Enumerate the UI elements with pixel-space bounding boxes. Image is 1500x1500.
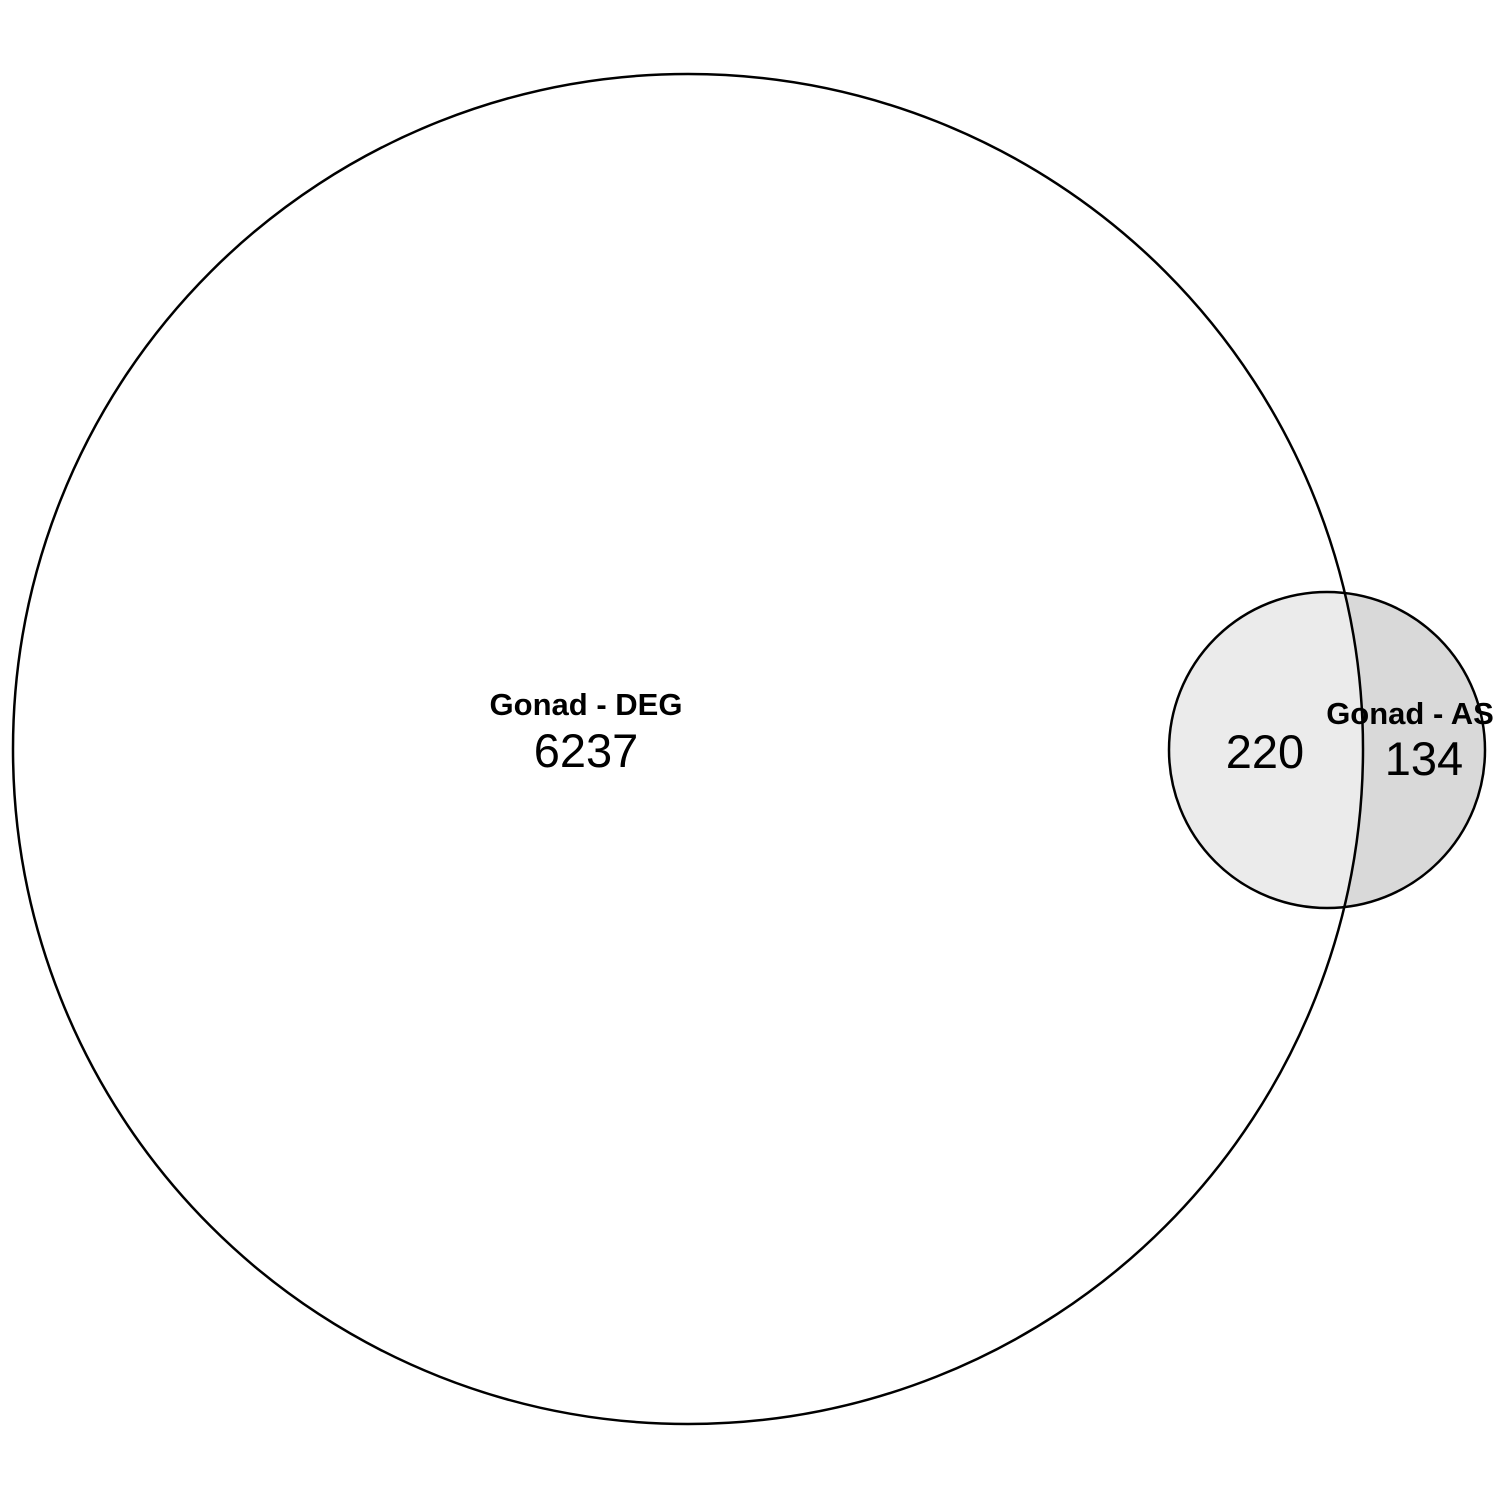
count-gonad-as-only: 134 (1385, 732, 1463, 785)
set-circle-gonad-as-outline (1167, 590, 1487, 910)
count-gonad-deg-only: 6237 (534, 724, 639, 777)
set-circle-gonad-deg (11, 72, 1365, 1426)
count-intersection: 220 (1226, 725, 1304, 778)
set-label-gonad-deg: Gonad - DEG (490, 687, 683, 722)
set-label-gonad-as: Gonad - AS (1326, 696, 1494, 731)
overlap-region (1169, 592, 1363, 908)
